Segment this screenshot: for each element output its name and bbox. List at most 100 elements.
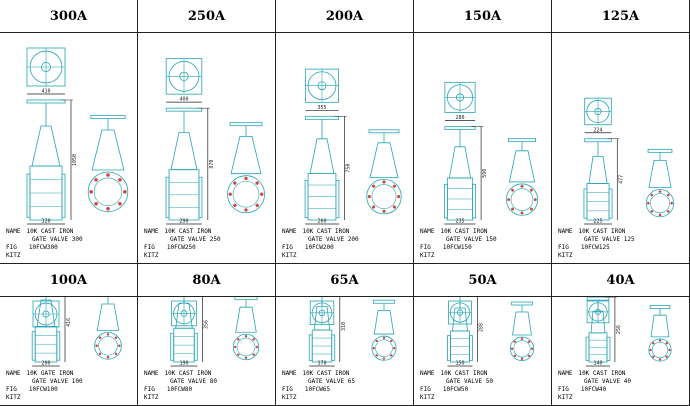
brand-name: KITZ (6, 252, 21, 259)
flange-bolt-hole (652, 342, 655, 345)
fig-number: 10FCW65 (304, 386, 331, 393)
flange-bolt-hole (106, 173, 110, 177)
flange-bolt-hole (533, 198, 537, 202)
valve-side-view (26, 99, 66, 221)
valve-side-view (165, 107, 203, 221)
valve-type: GATE VALVE 80 (170, 378, 217, 385)
flange-bolt-hole (98, 352, 102, 356)
valve-drawing: 355 750 260 (304, 68, 402, 225)
flange-bolt-hole (649, 348, 652, 352)
size-header: 65A (276, 264, 413, 297)
flange-bolt-hole (255, 203, 259, 208)
valve-type: GATE VALVE 100 (32, 378, 83, 385)
flange-bolt-hole (95, 344, 98, 348)
flange-outline (227, 175, 265, 214)
flange-bolt-hole (510, 347, 514, 351)
flange-bolt-hole (511, 207, 515, 211)
flange-bolt-hole (233, 181, 237, 185)
valve-side-view (443, 126, 477, 221)
flange-bolt-hole (513, 354, 517, 358)
valve-type: GATE VALVE 40 (584, 378, 631, 385)
valve-name: 10K CAST IRON (26, 228, 74, 235)
name-label: NAME (282, 228, 297, 235)
valve-drawing: 224416200 (31, 297, 122, 367)
brand-name: KITZ (6, 394, 21, 401)
dim-overall-height: 750 (346, 164, 352, 173)
dim-overall-height: 416 (66, 318, 72, 327)
flange-bolt-hole (106, 355, 110, 359)
flange-bolt-hole (390, 354, 393, 357)
dim-overall-height: 256 (616, 325, 622, 334)
flange-bolt-hole (666, 210, 670, 213)
flange-bolt-hole (658, 339, 662, 342)
valve-side-view (308, 297, 336, 363)
flange-bolt-hole (529, 188, 533, 192)
size-header: 100A (0, 264, 137, 297)
flange-bolt-hole (255, 181, 259, 185)
flange-bolt-hole (382, 357, 386, 360)
fig-number: 10FCW100 (28, 386, 58, 393)
flange-bolt-hole (260, 192, 264, 196)
flange-bolt-hole (118, 344, 121, 348)
flange-bolt-hole (511, 188, 515, 192)
handwheel-plan-view (32, 300, 60, 328)
name-label: NAME (144, 228, 159, 235)
flange-bolt-hole (372, 346, 375, 350)
dim-handwheel-width: 224 (593, 127, 602, 133)
fig-number: 10FCW150 (442, 244, 472, 251)
flange-outline (509, 336, 535, 361)
valve-drawing: 125256140 (585, 297, 672, 367)
flange-bolt-hole (668, 348, 671, 352)
flange-outline (645, 189, 675, 218)
valve-side-view (447, 297, 473, 363)
fig-label: FIG (6, 244, 17, 251)
flange-bolt-hole (94, 201, 98, 206)
flange-bolt-hole (106, 206, 110, 211)
flange-bolt-hole (646, 201, 650, 205)
valve-name: 10K CAST IRON (302, 370, 350, 377)
fig-number: 10FCW40 (580, 386, 607, 393)
dim-handwheel-width: 355 (317, 105, 326, 111)
dimension-lines: 125256140 (586, 297, 622, 367)
flange-bolt-hole (233, 345, 237, 349)
flange-bolt-hole (382, 209, 386, 213)
dim-handwheel-width: 410 (41, 89, 50, 95)
fig-number: 10FCW250 (166, 244, 196, 251)
flange-bolt-hole (520, 184, 524, 188)
handwheel-plan-view (171, 300, 197, 327)
flange-bolt-hole (520, 337, 524, 341)
dim-overall-height: 310 (341, 322, 347, 331)
dim-face-to-face: 260 (317, 219, 326, 225)
flange-bolt-hole (520, 357, 524, 361)
valve-front-view (94, 297, 122, 360)
size-header: 80A (138, 264, 275, 297)
flange-bolt-hole (527, 354, 531, 358)
flange-bolt-hole (666, 193, 670, 197)
valve-name: 10K GATE IRON (26, 370, 74, 377)
valve-front-view (509, 301, 535, 361)
flange-bolt-hole (237, 353, 240, 356)
flange-bolt-hole (89, 190, 93, 194)
dimension-lines: 160288150 (447, 297, 485, 367)
size-header: 125A (552, 0, 689, 33)
valve-name: 10K CAST IRON (578, 370, 626, 377)
flange-outline (94, 332, 122, 360)
